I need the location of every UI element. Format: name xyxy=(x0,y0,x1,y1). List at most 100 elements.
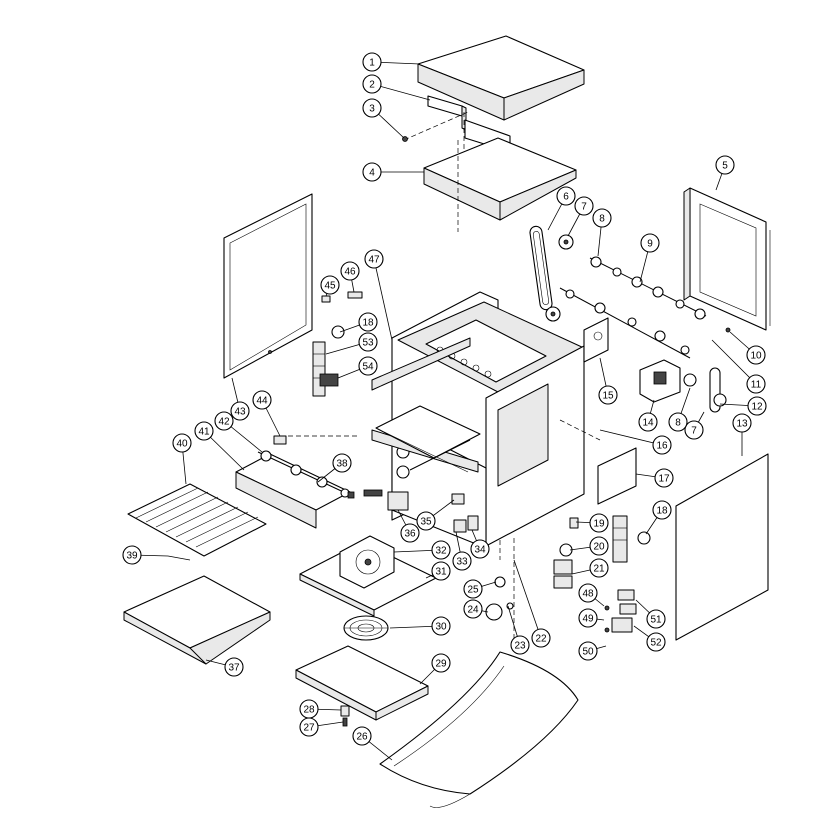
callout-number: 34 xyxy=(474,545,486,556)
callout-bubble xyxy=(589,558,609,578)
callout-11: 11 xyxy=(711,339,766,394)
callout-number: 37 xyxy=(228,663,240,674)
callout-bubble xyxy=(362,162,382,182)
callout-number: 12 xyxy=(751,402,763,413)
callout-number: 20 xyxy=(593,542,605,553)
callout-number: 40 xyxy=(176,439,188,450)
callout-bubble xyxy=(510,635,530,655)
callout-1: 1 xyxy=(362,52,421,72)
callout-bubble xyxy=(352,726,372,746)
callout-number: 13 xyxy=(736,419,748,430)
callout-number: 18 xyxy=(362,318,374,329)
terminal-block-part xyxy=(312,341,628,563)
callout-21: 21 xyxy=(571,558,609,578)
callout-bubble xyxy=(592,208,612,228)
callout-bubble xyxy=(122,545,142,565)
callout-number: 44 xyxy=(256,396,268,407)
callout-33: 33 xyxy=(452,531,472,571)
callout-bubble xyxy=(431,653,451,673)
callout-31: 31 xyxy=(425,561,451,581)
callout-bubble xyxy=(364,249,384,269)
callout-19: 19 xyxy=(575,513,609,533)
callout-number: 38 xyxy=(336,459,348,470)
callout-3: 3 xyxy=(362,98,405,139)
callout-54: 54 xyxy=(337,356,378,379)
callout-bubble xyxy=(358,356,378,376)
callout-number: 8 xyxy=(599,214,605,225)
callout-bubble xyxy=(224,657,244,677)
callout-number: 35 xyxy=(420,517,432,528)
callout-number: 41 xyxy=(198,427,210,438)
callout-bubble xyxy=(684,420,704,440)
callout-bubble xyxy=(654,468,674,488)
callout-6: 6 xyxy=(547,186,576,231)
callout-26: 26 xyxy=(352,726,393,761)
callout-bubble xyxy=(340,261,360,281)
bracket-part xyxy=(597,447,637,505)
callout-number: 47 xyxy=(368,255,380,266)
callout-number: 16 xyxy=(656,441,668,452)
bearing-bracket-part xyxy=(583,317,609,363)
callout-49: 49 xyxy=(578,608,605,628)
callout-bubble xyxy=(320,275,340,295)
callout-bubble xyxy=(214,411,234,431)
callout-bubble xyxy=(358,332,378,352)
callout-number: 1 xyxy=(369,58,375,69)
side-panel-part xyxy=(675,453,769,641)
callout-number: 14 xyxy=(642,418,654,429)
callout-bubble xyxy=(668,412,688,432)
callout-bubble xyxy=(431,540,451,560)
callout-number: 53 xyxy=(362,338,374,349)
callout-leader xyxy=(711,339,757,385)
callout-4: 4 xyxy=(362,162,424,182)
callout-number: 9 xyxy=(647,239,653,250)
callout-number: 50 xyxy=(582,647,594,658)
callout-leader xyxy=(513,559,542,639)
callout-bubble xyxy=(416,511,436,531)
callout-2: 2 xyxy=(362,74,431,101)
callout-9: 9 xyxy=(639,233,660,283)
callout-leader xyxy=(599,429,663,446)
fan-housing-part xyxy=(299,535,437,617)
callout-number: 5 xyxy=(722,161,728,172)
callout-bubble xyxy=(463,579,483,599)
top-cover-part xyxy=(417,35,585,121)
callout-bubble xyxy=(431,561,451,581)
callout-37: 37 xyxy=(205,657,244,677)
callout-16: 16 xyxy=(599,429,672,455)
callout-number: 10 xyxy=(750,351,762,362)
callout-8a: 8 xyxy=(592,208,612,257)
callout-51: 51 xyxy=(635,599,666,629)
callout-number: 26 xyxy=(356,732,368,743)
callout-50: 50 xyxy=(578,641,607,661)
callout-number: 33 xyxy=(456,557,468,568)
callout-39: 39 xyxy=(122,545,169,565)
callout-bubble xyxy=(646,632,666,652)
callout-12: 12 xyxy=(719,396,767,416)
callout-number: 17 xyxy=(658,474,670,485)
callout-17: 17 xyxy=(635,468,674,488)
callout-number: 24 xyxy=(467,605,479,616)
fan-guard-part xyxy=(343,615,389,641)
callout-7b: 7 xyxy=(684,411,705,440)
callout-bubble xyxy=(578,583,598,603)
callout-bubble xyxy=(746,374,766,394)
callout-20: 20 xyxy=(569,536,609,556)
callout-bubble xyxy=(400,523,420,543)
callout-number: 29 xyxy=(435,659,447,670)
callout-bubble xyxy=(640,233,660,253)
callout-bubble xyxy=(732,413,752,433)
callout-number: 42 xyxy=(218,417,230,428)
callout-leader xyxy=(371,83,431,101)
drive-shaft-part xyxy=(559,256,731,359)
callout-number: 30 xyxy=(435,622,447,633)
callout-bubble xyxy=(652,500,672,520)
callout-24: 24 xyxy=(463,599,489,619)
callout-45: 45 xyxy=(320,275,340,297)
callout-25: 25 xyxy=(463,579,497,599)
callout-bubble xyxy=(531,628,551,648)
callout-7a: 7 xyxy=(567,196,594,237)
callout-bubble xyxy=(646,609,666,629)
foot-part xyxy=(340,705,350,727)
